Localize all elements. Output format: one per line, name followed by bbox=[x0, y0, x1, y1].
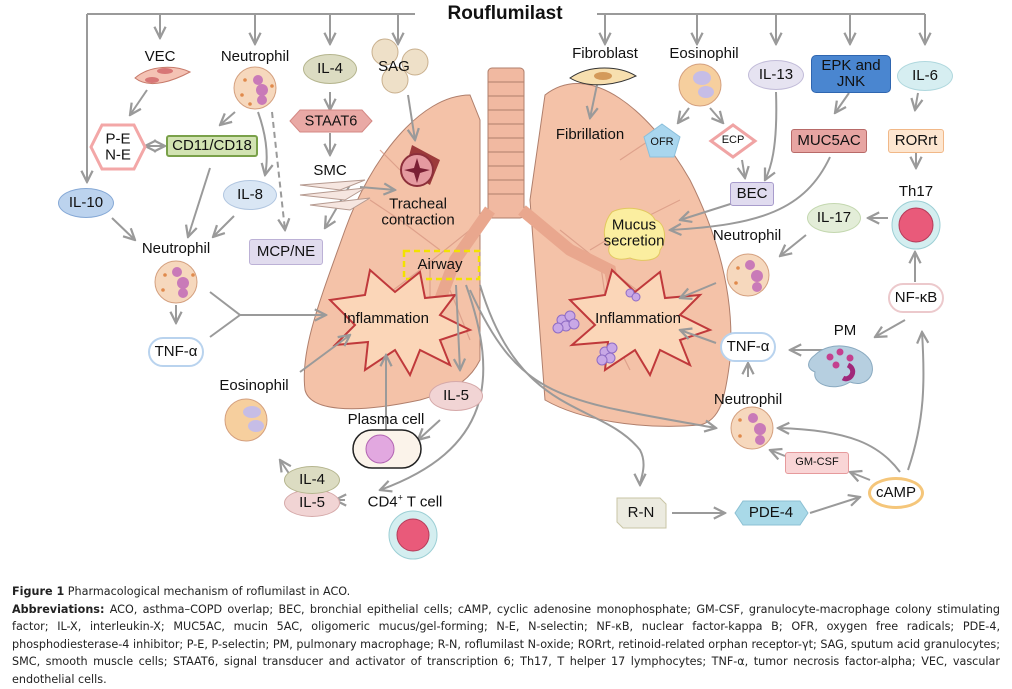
label-inflammation-right: Inflammation bbox=[595, 310, 681, 328]
label-airway: Airway bbox=[417, 256, 463, 274]
label-pe-ne: P-E N-E bbox=[105, 130, 131, 163]
pathway-arrows bbox=[111, 79, 924, 513]
label-cd4-t-cell: CD4+ T cell bbox=[367, 492, 443, 511]
eosinophil-icon-left bbox=[224, 398, 268, 442]
top-bracket-arrows bbox=[87, 13, 925, 182]
pm-macrophage-icon bbox=[808, 345, 873, 388]
smc-cells-icon bbox=[299, 179, 371, 211]
alveoli-clusters bbox=[552, 288, 641, 366]
airway-box bbox=[402, 249, 481, 281]
il6-node: IL-6 bbox=[897, 61, 953, 91]
label-neutrophil-mid: Neutrophil bbox=[141, 240, 211, 258]
neutrophil-icon-mid bbox=[154, 260, 198, 304]
label-ecp: ECP bbox=[721, 134, 745, 147]
cd11-cd18-node: CD11/CD18 bbox=[166, 135, 258, 157]
label-staat6: STAAT6 bbox=[304, 113, 358, 130]
il5-node: IL-5 bbox=[429, 381, 483, 411]
label-pm: PM bbox=[833, 322, 857, 340]
label-eosinophil-left: Eosinophil bbox=[219, 377, 289, 395]
il4-stack-node: IL-4 bbox=[284, 466, 340, 494]
il8-node: IL-8 bbox=[223, 180, 277, 210]
figure-label: Figure 1 bbox=[12, 585, 65, 598]
plasma-cell-icon bbox=[352, 429, 422, 469]
label-fibrillation: Fibrillation bbox=[555, 126, 625, 144]
label-vec: VEC bbox=[144, 48, 176, 66]
airway-cross-section-icon bbox=[400, 145, 440, 187]
cd4-prefix: CD4 bbox=[367, 493, 398, 511]
fibroblast-icon bbox=[569, 67, 638, 86]
label-eosinophil-right: Eosinophil bbox=[669, 45, 739, 63]
eosinophil-icon-right bbox=[678, 63, 722, 107]
epk-jnk-node: EPK and JNK bbox=[811, 55, 891, 93]
il4-node: IL-4 bbox=[303, 54, 357, 84]
inflammation-left-burst bbox=[327, 268, 473, 378]
label-smc: SMC bbox=[313, 162, 347, 180]
label-rn: R-N bbox=[627, 504, 655, 522]
label-sag: SAG bbox=[378, 58, 410, 76]
il13-node: IL-13 bbox=[748, 60, 804, 90]
neutrophil-icon-upper-right bbox=[726, 253, 770, 297]
rn-box bbox=[616, 497, 667, 529]
label-th17: Th17 bbox=[898, 183, 934, 201]
abbreviations-paragraph: Abbreviations: ACO, asthma–COPD overlap;… bbox=[12, 601, 1000, 689]
abbreviations-text: ACO, asthma–COPD overlap; BEC, bronchial… bbox=[12, 602, 1000, 686]
label-plasma-cell: Plasma cell bbox=[347, 411, 425, 429]
cd4-superscript: + bbox=[397, 492, 403, 503]
muc5ac-node: MUC5AC bbox=[791, 129, 867, 153]
il5-stack-node: IL-5 bbox=[284, 489, 340, 517]
mucus-blob bbox=[603, 207, 666, 261]
il17-node: IL-17 bbox=[807, 203, 861, 233]
gmcsf-node: GM-CSF bbox=[785, 452, 849, 474]
label-fibroblast: Fibroblast bbox=[572, 45, 638, 63]
inflammation-right-burst bbox=[567, 268, 713, 378]
sag-cells-icon bbox=[371, 38, 429, 94]
tnf-alpha-left-node: TNF-α bbox=[148, 337, 204, 367]
label-neutrophil-lower-right: Neutrophil bbox=[713, 391, 783, 409]
pde4-hexagon bbox=[734, 500, 809, 526]
label-neutrophil-top: Neutrophil bbox=[220, 48, 290, 66]
label-inflammation-left: Inflammation bbox=[343, 310, 429, 328]
neutrophil-icon-lower-right bbox=[730, 406, 774, 450]
ofr-pentagon bbox=[643, 123, 681, 158]
cd4-suffix: T cell bbox=[402, 493, 443, 511]
figure-title-line: Figure 1 Pharmacological mechanism of ro… bbox=[12, 583, 1000, 601]
camp-node: cAMP bbox=[868, 477, 924, 509]
figure-title: Pharmacological mechanism of roflumilast… bbox=[64, 585, 351, 598]
staat6-hexagon bbox=[289, 109, 373, 133]
tnf-alpha-right-node: TNF-α bbox=[720, 332, 776, 362]
diagram-graphics bbox=[0, 13, 941, 560]
ecp-diamond bbox=[708, 123, 758, 159]
nfkb-node: NF-κB bbox=[888, 283, 944, 313]
abbreviations-label: Abbreviations: bbox=[12, 602, 105, 616]
neutrophil-icon-top bbox=[233, 66, 277, 110]
trachea bbox=[434, 67, 626, 322]
bec-node: BEC bbox=[730, 182, 774, 206]
label-ofr: OFR bbox=[650, 136, 674, 149]
label-pde4: PDE-4 bbox=[748, 504, 794, 522]
label-mucus-secretion: Mucus secretion bbox=[603, 216, 665, 249]
rorrt-node: RORrt bbox=[888, 129, 944, 153]
mcp-ne-node: MCP/NE bbox=[249, 239, 323, 265]
cd4-t-cell-icon bbox=[388, 510, 438, 560]
th17-cell-icon bbox=[891, 200, 941, 250]
il10-node: IL-10 bbox=[58, 188, 114, 218]
figure-caption: Figure 1 Pharmacological mechanism of ro… bbox=[12, 583, 1000, 689]
pe-ne-hexagon bbox=[89, 123, 147, 171]
label-tracheal-contraction: Tracheal contraction bbox=[381, 195, 455, 228]
vec-cell-icon bbox=[134, 66, 192, 84]
label-neutrophil-upper-right: Neutrophil bbox=[712, 227, 782, 245]
drug-title: Rouflumilast bbox=[447, 3, 563, 25]
mechanism-diagram: Rouflumilast VEC Neutrophil IL-4 SAG P-E… bbox=[0, 3, 953, 560]
